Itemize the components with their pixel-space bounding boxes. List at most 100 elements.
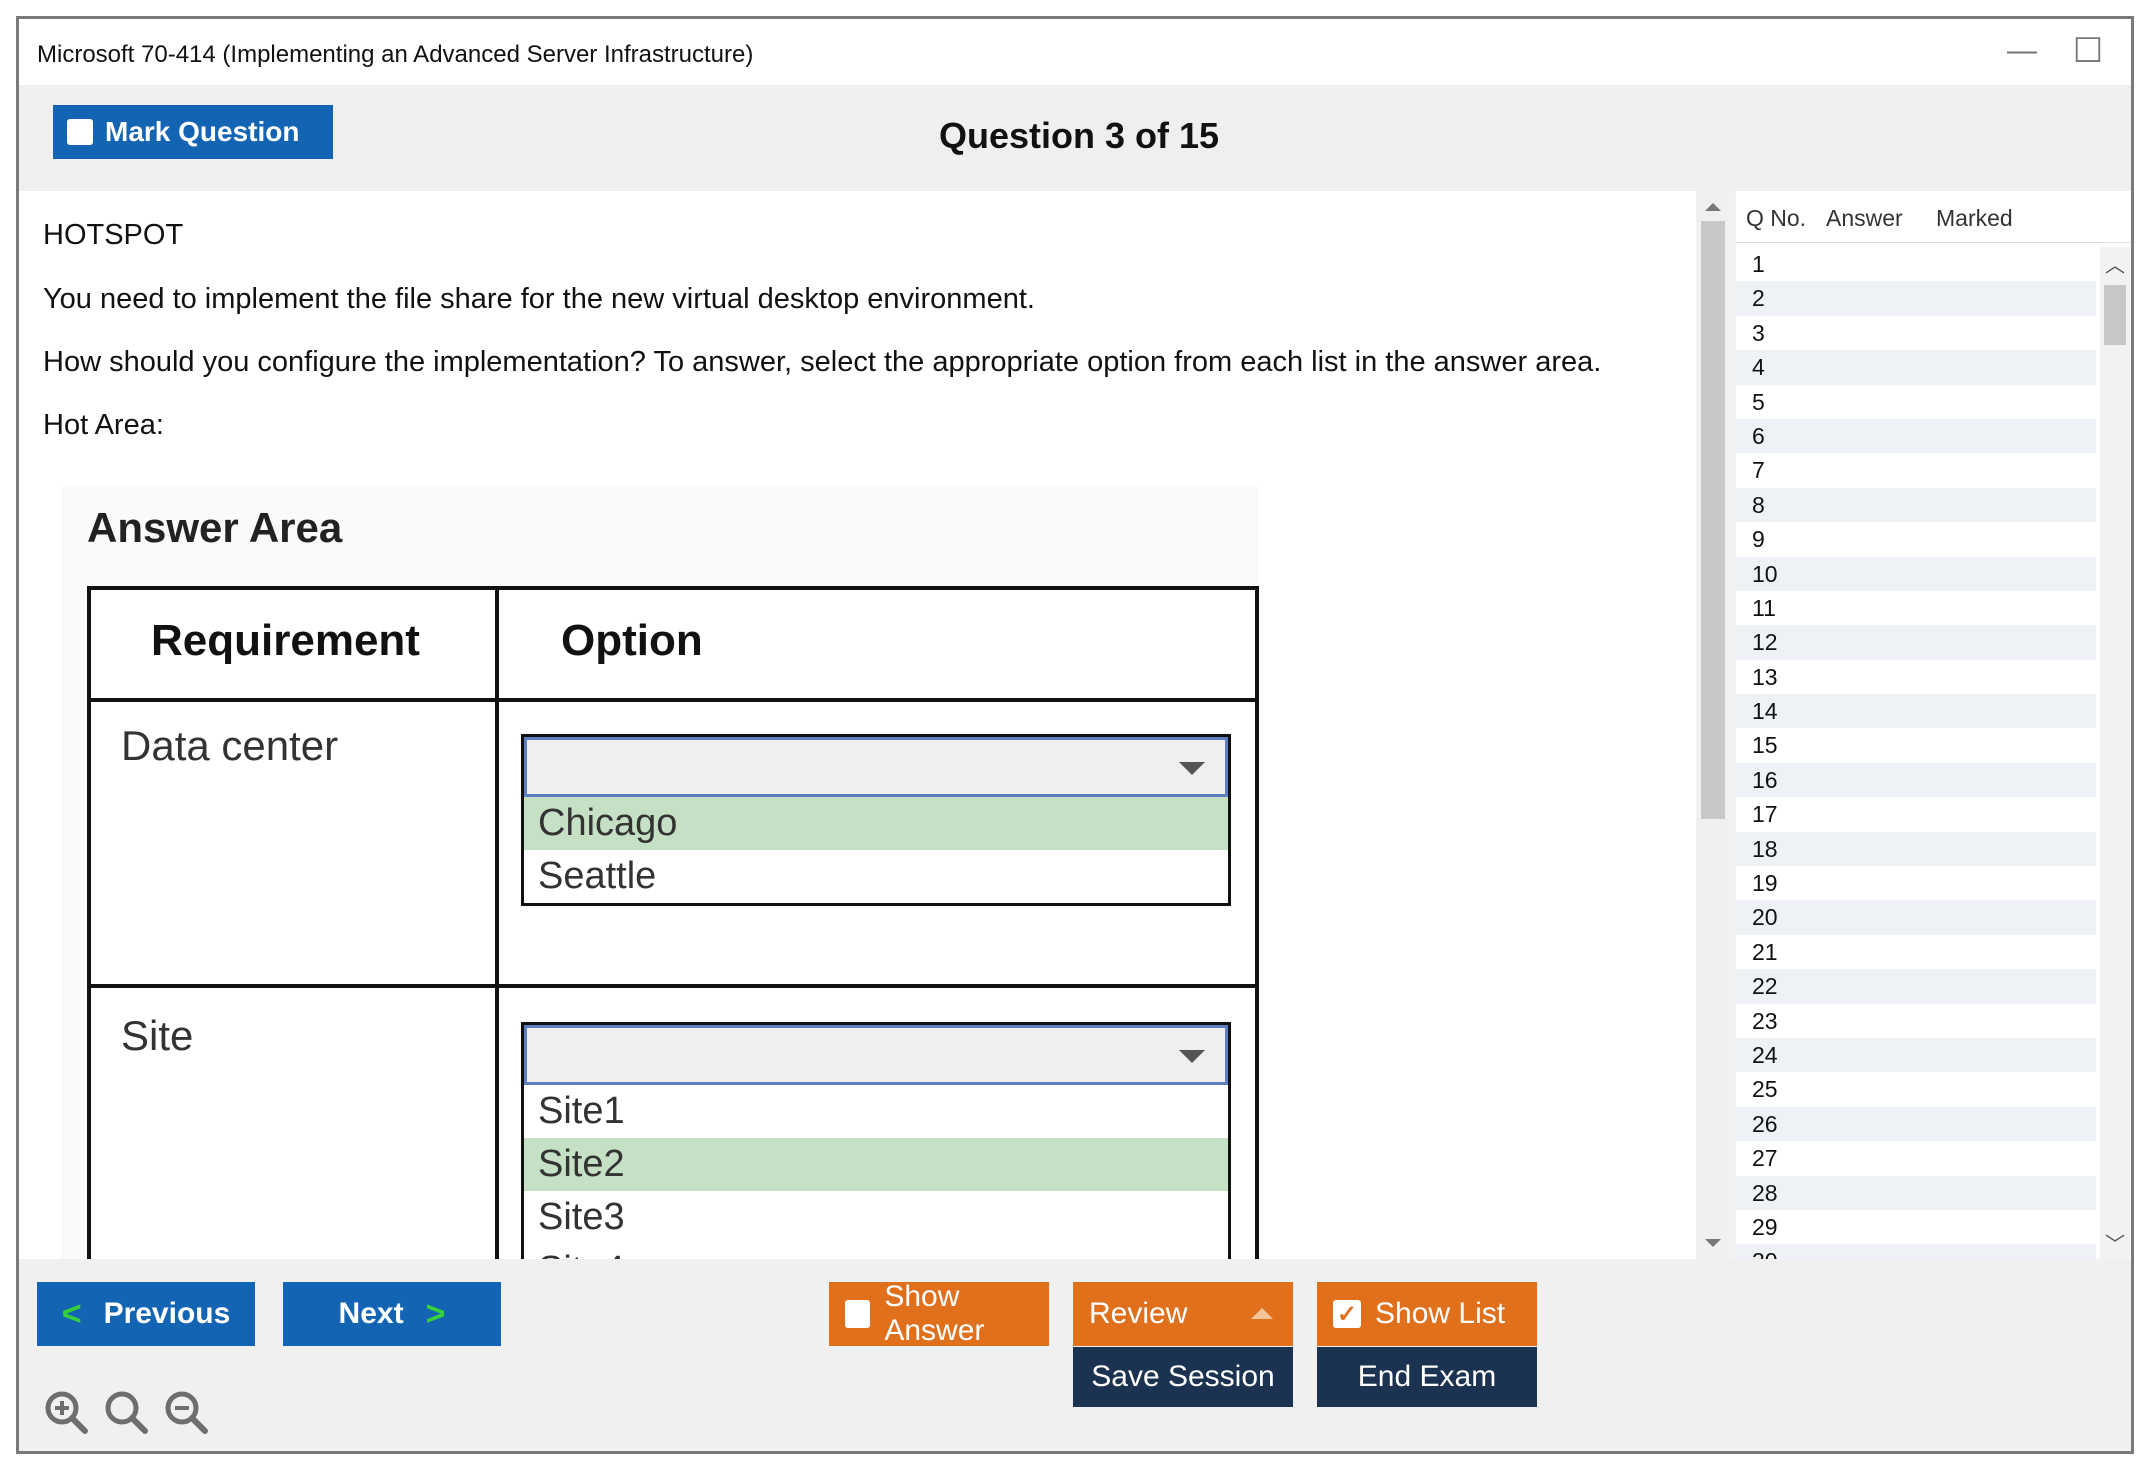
option-seattle[interactable]: Seattle bbox=[538, 855, 657, 897]
question-panel: HOTSPOT You need to implement the file s… bbox=[19, 191, 1696, 1259]
question-list-item[interactable]: 1 bbox=[1752, 251, 1765, 277]
title-bar: Microsoft 70-414 (Implementing an Advanc… bbox=[19, 19, 2131, 85]
zoom-in-icon[interactable] bbox=[41, 1387, 91, 1441]
maximize-icon[interactable]: ☐ bbox=[2072, 32, 2104, 70]
question-type: HOTSPOT bbox=[43, 219, 184, 251]
chevron-right-icon: > bbox=[425, 1294, 446, 1333]
minimize-icon[interactable]: — bbox=[2007, 34, 2037, 67]
data-center-label: Data center bbox=[121, 722, 339, 769]
mark-question-label: Mark Question bbox=[105, 116, 300, 147]
scroll-thumb[interactable] bbox=[1701, 221, 1725, 819]
option-site2[interactable]: Site2 bbox=[524, 1138, 1228, 1191]
qno-column-header: Q No. bbox=[1746, 205, 1807, 231]
question-list-item[interactable]: 15 bbox=[1752, 732, 1778, 759]
checkbox-icon bbox=[845, 1300, 871, 1328]
scroll-down-icon[interactable] bbox=[1705, 1239, 1721, 1247]
question-list-item[interactable]: 9 bbox=[1752, 526, 1765, 553]
question-list-item[interactable]: 20 bbox=[1736, 900, 2096, 935]
question-list-item[interactable]: 19 bbox=[1752, 870, 1778, 897]
question-list-item[interactable]: 2 bbox=[1736, 281, 2096, 316]
zoom-reset-icon[interactable] bbox=[101, 1387, 151, 1441]
question-list-item[interactable]: 27 bbox=[1752, 1145, 1778, 1172]
next-label: Next bbox=[338, 1297, 404, 1330]
question-list-item[interactable]: 25 bbox=[1752, 1076, 1778, 1103]
question-list-item[interactable]: 16 bbox=[1736, 762, 2096, 798]
checkmark-icon: ✓ bbox=[1333, 1300, 1361, 1328]
checkbox-icon bbox=[67, 119, 93, 145]
row-divider bbox=[91, 698, 1255, 702]
data-center-dropdown[interactable]: Chicago Seattle bbox=[521, 734, 1231, 906]
question-list-item[interactable]: 8 bbox=[1736, 487, 2096, 523]
close-icon[interactable]: ✕ bbox=[2127, 29, 2131, 73]
option-chicago[interactable]: Chicago bbox=[524, 797, 1228, 850]
question-list-item[interactable]: 21 bbox=[1752, 938, 1778, 965]
list-scroll-thumb[interactable] bbox=[2104, 285, 2126, 345]
footer-bar: < Previous Next > Show Answer Review ✓ S… bbox=[19, 1259, 2131, 1451]
list-scroll-down-icon[interactable]: ﹀ bbox=[2105, 1234, 2125, 1256]
question-list-item[interactable]: 14 bbox=[1736, 694, 2096, 729]
site-dropdown[interactable]: Site1 Site2 Site3 Site4 bbox=[521, 1022, 1231, 1259]
data-center-select[interactable] bbox=[524, 737, 1228, 797]
question-list-item[interactable]: 24 bbox=[1736, 1037, 2096, 1073]
zoom-out-icon[interactable] bbox=[161, 1387, 211, 1441]
previous-button[interactable]: < Previous bbox=[37, 1282, 255, 1346]
app-window: Microsoft 70-414 (Implementing an Advanc… bbox=[16, 16, 2134, 1454]
answer-table: Requirement Option Data center Chicago S… bbox=[87, 586, 1259, 1259]
list-scroll-up-icon[interactable]: ︿ bbox=[2105, 255, 2125, 277]
end-exam-button[interactable]: End Exam bbox=[1317, 1347, 1537, 1407]
show-list-button[interactable]: ✓ Show List bbox=[1317, 1282, 1537, 1346]
answer-area: Answer Area Requirement Option Data cent… bbox=[61, 486, 1259, 1259]
window-title: Microsoft 70-414 (Implementing an Advanc… bbox=[37, 41, 754, 68]
review-label: Review bbox=[1089, 1297, 1188, 1330]
show-list-label: Show List bbox=[1375, 1297, 1506, 1330]
question-list-item[interactable]: 12 bbox=[1736, 625, 2096, 660]
question-counter: Question 3 of 15 bbox=[938, 115, 1220, 156]
caret-up-icon bbox=[1251, 1308, 1273, 1319]
chevron-left-icon: < bbox=[61, 1294, 82, 1333]
question-list-item[interactable]: 26 bbox=[1736, 1106, 2096, 1142]
question-list-item[interactable]: 6 bbox=[1736, 418, 2096, 454]
hot-area-label: Hot Area: bbox=[43, 409, 164, 441]
requirement-header: Requirement bbox=[151, 616, 420, 665]
site-label: Site bbox=[121, 1012, 194, 1059]
question-list-item[interactable]: 10 bbox=[1736, 556, 2096, 591]
question-list-item[interactable]: 28 bbox=[1736, 1175, 2096, 1210]
save-session-button[interactable]: Save Session bbox=[1073, 1347, 1293, 1407]
question-list-header: Q No. Answer Marked bbox=[1736, 191, 2131, 243]
question-list-item[interactable]: 18 bbox=[1736, 831, 2096, 867]
question-list-item[interactable]: 11 bbox=[1752, 594, 1776, 621]
question-list-item[interactable]: 29 bbox=[1752, 1213, 1778, 1240]
answer-column-header: Answer bbox=[1826, 205, 1903, 231]
option-site3[interactable]: Site3 bbox=[538, 1196, 625, 1238]
question-list-item[interactable]: 22 bbox=[1736, 969, 2096, 1004]
option-site4[interactable]: Site4 bbox=[524, 1244, 1228, 1259]
answer-area-title: Answer Area bbox=[87, 504, 343, 551]
show-answer-button[interactable]: Show Answer bbox=[829, 1280, 1049, 1347]
column-divider bbox=[495, 590, 499, 1259]
site-select[interactable] bbox=[524, 1025, 1228, 1085]
review-button[interactable]: Review bbox=[1073, 1282, 1293, 1346]
mark-question-button[interactable]: Mark Question bbox=[53, 105, 333, 159]
next-button[interactable]: Next > bbox=[283, 1282, 501, 1346]
scroll-up-icon[interactable] bbox=[1705, 203, 1721, 211]
option-site1[interactable]: Site1 bbox=[538, 1090, 625, 1132]
question-list-item[interactable]: 3 bbox=[1752, 319, 1765, 346]
question-header: Mark Question Question 3 of 15 bbox=[19, 85, 2131, 191]
show-answer-label: Show Answer bbox=[884, 1280, 985, 1347]
question-line-1: You need to implement the file share for… bbox=[43, 283, 1035, 315]
question-list-item[interactable]: 17 bbox=[1752, 801, 1778, 828]
question-line-2: How should you configure the implementat… bbox=[43, 346, 1602, 378]
question-list-item[interactable]: 4 bbox=[1736, 350, 2096, 385]
list-scrollbar[interactable]: ︿ ﹀ bbox=[2100, 247, 2130, 1259]
row-divider bbox=[91, 984, 1255, 988]
option-header: Option bbox=[561, 616, 703, 665]
dropdown-arrow-icon bbox=[1179, 1050, 1205, 1063]
question-list-item[interactable]: 7 bbox=[1752, 457, 1765, 484]
question-list-item[interactable]: 5 bbox=[1752, 388, 1765, 415]
previous-label: Previous bbox=[103, 1297, 231, 1330]
question-list-item[interactable]: 23 bbox=[1752, 1007, 1778, 1034]
dropdown-arrow-icon bbox=[1179, 762, 1205, 775]
question-scrollbar[interactable] bbox=[1697, 191, 1729, 1259]
question-list-item[interactable]: 13 bbox=[1752, 663, 1778, 690]
